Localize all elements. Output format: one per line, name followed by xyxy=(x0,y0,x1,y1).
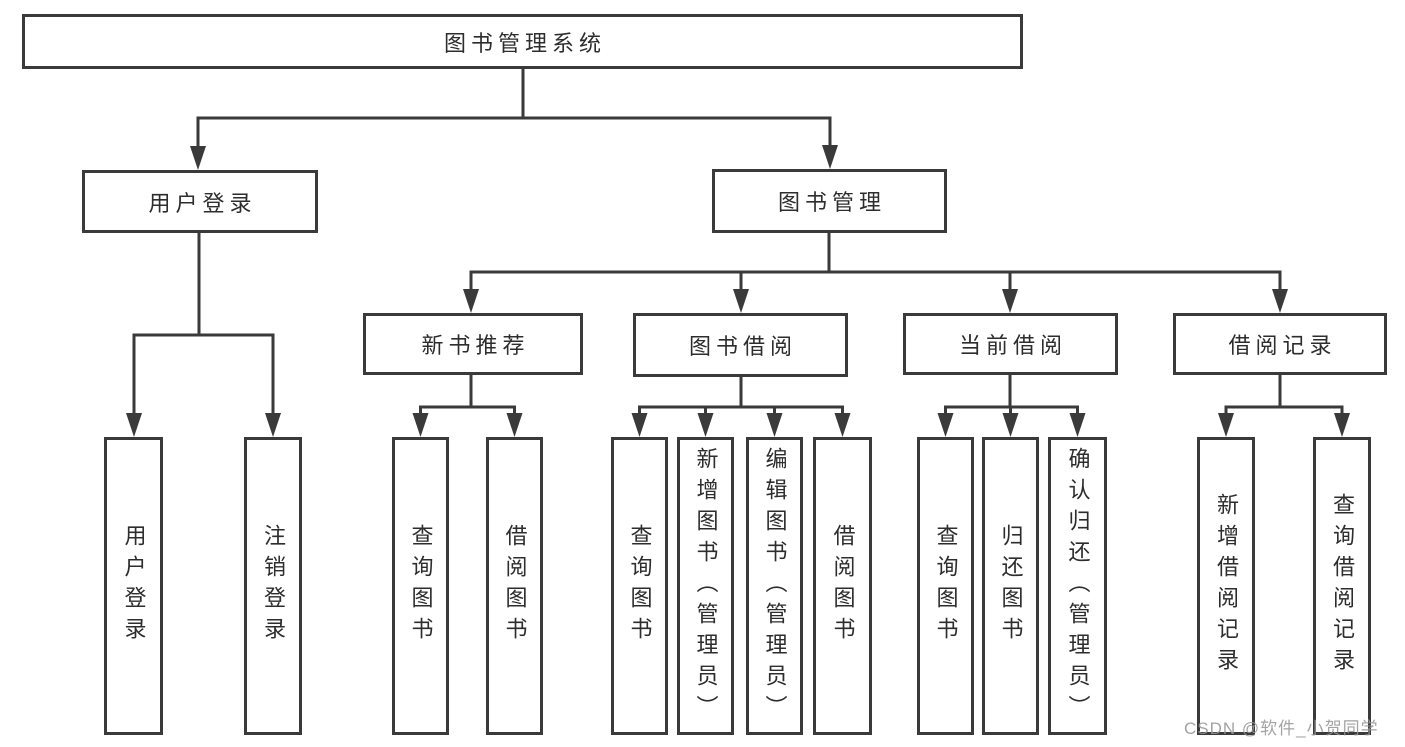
node-borrowing-records: 借阅记录 xyxy=(1173,313,1387,375)
node-book-borrowing: 图书借阅 xyxy=(633,313,848,377)
arrowheads xyxy=(126,145,1350,437)
leaf-logout: 注销登录 xyxy=(244,437,302,735)
leaf-newbooks-query-books: 查询图书 xyxy=(392,437,449,735)
leaf-current-return-books: 归还图书 xyxy=(982,437,1039,735)
node-new-book-recommend: 新书推荐 xyxy=(363,313,583,375)
leaf-records-query-borrow-record: 查询借阅记录 xyxy=(1313,437,1371,735)
node-root-system: 图书管理系统 xyxy=(22,14,1023,69)
leaf-borrowing-add-books-admin: 新增图书（管理员） xyxy=(677,437,734,735)
leaf-records-add-borrow-record: 新增借阅记录 xyxy=(1197,437,1255,735)
leaf-borrowing-edit-books-admin: 编辑图书（管理员） xyxy=(746,437,803,735)
leaf-user-login: 用户登录 xyxy=(104,437,163,735)
leaf-borrowing-query-books: 查询图书 xyxy=(611,437,668,735)
node-current-borrowing: 当前借阅 xyxy=(903,313,1118,375)
leaf-borrowing-borrow-books: 借阅图书 xyxy=(813,437,872,735)
leaf-newbooks-borrow-books: 借阅图书 xyxy=(486,437,543,735)
csdn-watermark: CSDN @软件_小贺同学 xyxy=(1184,719,1379,738)
node-user-login: 用户登录 xyxy=(82,170,318,233)
node-book-management: 图书管理 xyxy=(712,169,947,233)
leaf-current-confirm-return-admin: 确认归还（管理员） xyxy=(1048,437,1107,735)
leaf-current-query-books: 查询图书 xyxy=(917,437,974,735)
